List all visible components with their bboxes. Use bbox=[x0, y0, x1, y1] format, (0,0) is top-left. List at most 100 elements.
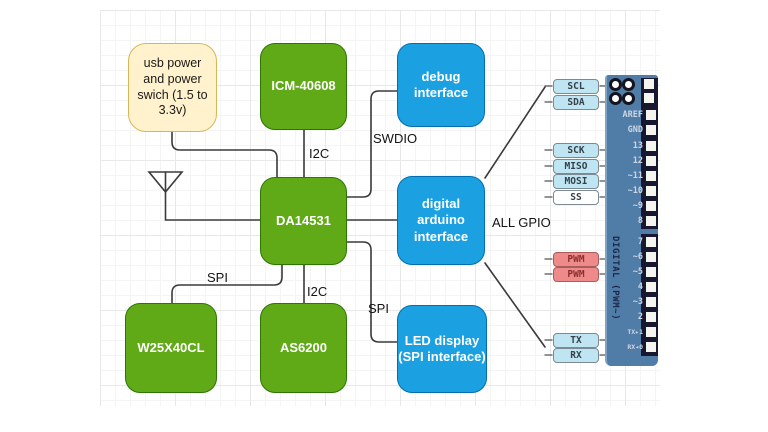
pin-hole bbox=[646, 237, 656, 247]
board-pin-rx0-label: RX◂0 bbox=[627, 343, 643, 351]
label-spi-led: SPI bbox=[368, 301, 389, 316]
block-debug-interface-label: debug interface bbox=[413, 68, 469, 100]
board-pin-6-label: ~6 bbox=[632, 252, 643, 262]
mount-hole-icon bbox=[622, 92, 635, 105]
pin-hole bbox=[646, 186, 656, 196]
pin-hole bbox=[646, 252, 656, 262]
board-pin-gnd: GND bbox=[607, 123, 658, 137]
pin-tag-mosi-label: MOSI bbox=[564, 176, 588, 187]
board-pin-12-label: 12 bbox=[632, 156, 643, 166]
board-pin-6: ~6 bbox=[607, 250, 658, 264]
board-pin-9: ~9 bbox=[607, 199, 658, 213]
pin-tag-pwm2-label: PWM bbox=[567, 269, 585, 280]
block-da14531-label: DA14531 bbox=[276, 212, 331, 228]
pin-hole bbox=[646, 201, 656, 211]
board-pin-5-label: ~5 bbox=[632, 267, 643, 277]
board-pin-11-label: ~11 bbox=[627, 171, 643, 181]
board-pin-5: ~5 bbox=[607, 265, 658, 279]
label-all-gpio: ALL GPIO bbox=[492, 215, 551, 230]
pin-tag-ss-label: SS bbox=[570, 192, 582, 203]
board-pin-2-label: 2 bbox=[637, 312, 643, 322]
arduino-digital-header-board: AREF GND 13 12 ~11 ~10 ~9 8 7 ~6 ~5 4 ~3… bbox=[605, 75, 658, 366]
pin-hole bbox=[646, 282, 656, 292]
board-pin-4: 4 bbox=[607, 280, 658, 294]
board-pin-13-label: 13 bbox=[632, 141, 643, 151]
pin-tag-sck: SCK bbox=[553, 143, 599, 158]
pin-hole bbox=[646, 327, 656, 337]
pin-tag-miso-label: MISO bbox=[564, 161, 588, 172]
mount-hole-icon bbox=[609, 78, 622, 91]
pin-hole bbox=[646, 171, 656, 181]
block-w25x40cl: W25X40CL bbox=[125, 303, 217, 393]
pin-tag-pwm1: PWM bbox=[553, 252, 599, 267]
board-pin-3-label: ~3 bbox=[632, 297, 643, 307]
wire-gpio-to-tx-rx bbox=[484, 262, 546, 348]
pin-tag-rx-label: RX bbox=[570, 350, 582, 361]
block-da14531: DA14531 bbox=[260, 177, 347, 265]
pin-hole bbox=[644, 79, 654, 89]
pin-hole bbox=[646, 297, 656, 307]
board-pin-aref-label: AREF bbox=[622, 110, 643, 120]
pin-tag-scl-label: SCL bbox=[567, 81, 585, 92]
pin-tag-sda-label: SDA bbox=[567, 97, 585, 108]
label-swdio: SWDIO bbox=[373, 131, 418, 146]
header-strip-lower bbox=[641, 234, 658, 356]
wire-antenna-to-da14531 bbox=[164, 171, 261, 221]
pin-tag-sck-label: SCK bbox=[567, 145, 585, 156]
label-i2c-top: I2C bbox=[309, 146, 330, 161]
board-pin-4-label: 4 bbox=[637, 282, 643, 292]
wire-usb-to-da14531 bbox=[171, 130, 278, 178]
board-pin-rx0: RX◂0 bbox=[607, 340, 658, 354]
pin-hole bbox=[646, 110, 656, 120]
pin-hole bbox=[646, 342, 656, 352]
block-icm40608: ICM-40608 bbox=[260, 43, 347, 130]
board-pin-gnd-label: GND bbox=[627, 125, 643, 135]
board-pin-tx1-label: TX▸1 bbox=[627, 328, 643, 336]
board-pin-aref: AREF bbox=[607, 108, 658, 122]
wire-da14531-to-debug-swdio bbox=[346, 90, 398, 198]
pin-tag-miso: MISO bbox=[553, 159, 599, 174]
wire-da14531-to-led-spi bbox=[346, 241, 398, 343]
pin-tag-rx: RX bbox=[553, 348, 599, 363]
block-w25x40cl-label: W25X40CL bbox=[137, 339, 205, 355]
board-pin-3: ~3 bbox=[607, 295, 658, 309]
board-pin-12: 12 bbox=[607, 154, 658, 168]
wire-da14531-to-w25-spi bbox=[171, 264, 283, 304]
block-digital-arduino-interface-label: digital arduino interface bbox=[413, 196, 469, 244]
pin-tag-ss: SS bbox=[553, 190, 599, 205]
board-pin-13: 13 bbox=[607, 139, 658, 153]
pin-hole bbox=[646, 216, 656, 226]
mount-hole-icon bbox=[609, 92, 622, 105]
block-usb-power-label: usb power and power swich (1.5 to 3.3v) bbox=[137, 56, 208, 118]
pin-hole bbox=[646, 267, 656, 277]
board-pin-8-label: 8 bbox=[637, 216, 643, 226]
pin-tag-pwm2: PWM bbox=[553, 267, 599, 282]
pin-hole bbox=[646, 312, 656, 322]
mount-hole-icon bbox=[622, 78, 635, 91]
block-as6200-label: AS6200 bbox=[280, 339, 327, 355]
block-digital-arduino-interface: digital arduino interface bbox=[397, 176, 485, 265]
board-pin-9-label: ~9 bbox=[632, 201, 643, 211]
block-usb-power: usb power and power swich (1.5 to 3.3v) bbox=[128, 43, 217, 132]
pin-tag-sda: SDA bbox=[553, 95, 599, 110]
pin-tag-tx-label: TX bbox=[570, 335, 582, 346]
board-pin-2: 2 bbox=[607, 310, 658, 324]
board-pin-10: ~10 bbox=[607, 184, 658, 198]
pin-tag-mosi: MOSI bbox=[553, 174, 599, 189]
pin-hole bbox=[644, 93, 654, 103]
block-led-display: LED display (SPI interface) bbox=[397, 305, 487, 393]
pin-hole bbox=[646, 125, 656, 135]
block-icm40608-label: ICM-40608 bbox=[271, 78, 336, 94]
board-pin-10-label: ~10 bbox=[627, 186, 643, 196]
board-pin-11: ~11 bbox=[607, 169, 658, 183]
block-as6200: AS6200 bbox=[260, 303, 347, 393]
board-side-label: DIGITAL (PWM~) bbox=[610, 236, 620, 321]
label-spi-flash: SPI bbox=[207, 270, 228, 285]
label-i2c-bottom: I2C bbox=[307, 284, 328, 299]
board-pin-7: 7 bbox=[607, 235, 658, 249]
pin-tag-stubs bbox=[544, 85, 607, 356]
pin-tag-tx: TX bbox=[553, 333, 599, 348]
pin-hole bbox=[646, 141, 656, 151]
board-pin-tx1: TX▸1 bbox=[607, 325, 658, 339]
block-debug-interface: debug interface bbox=[397, 43, 485, 127]
